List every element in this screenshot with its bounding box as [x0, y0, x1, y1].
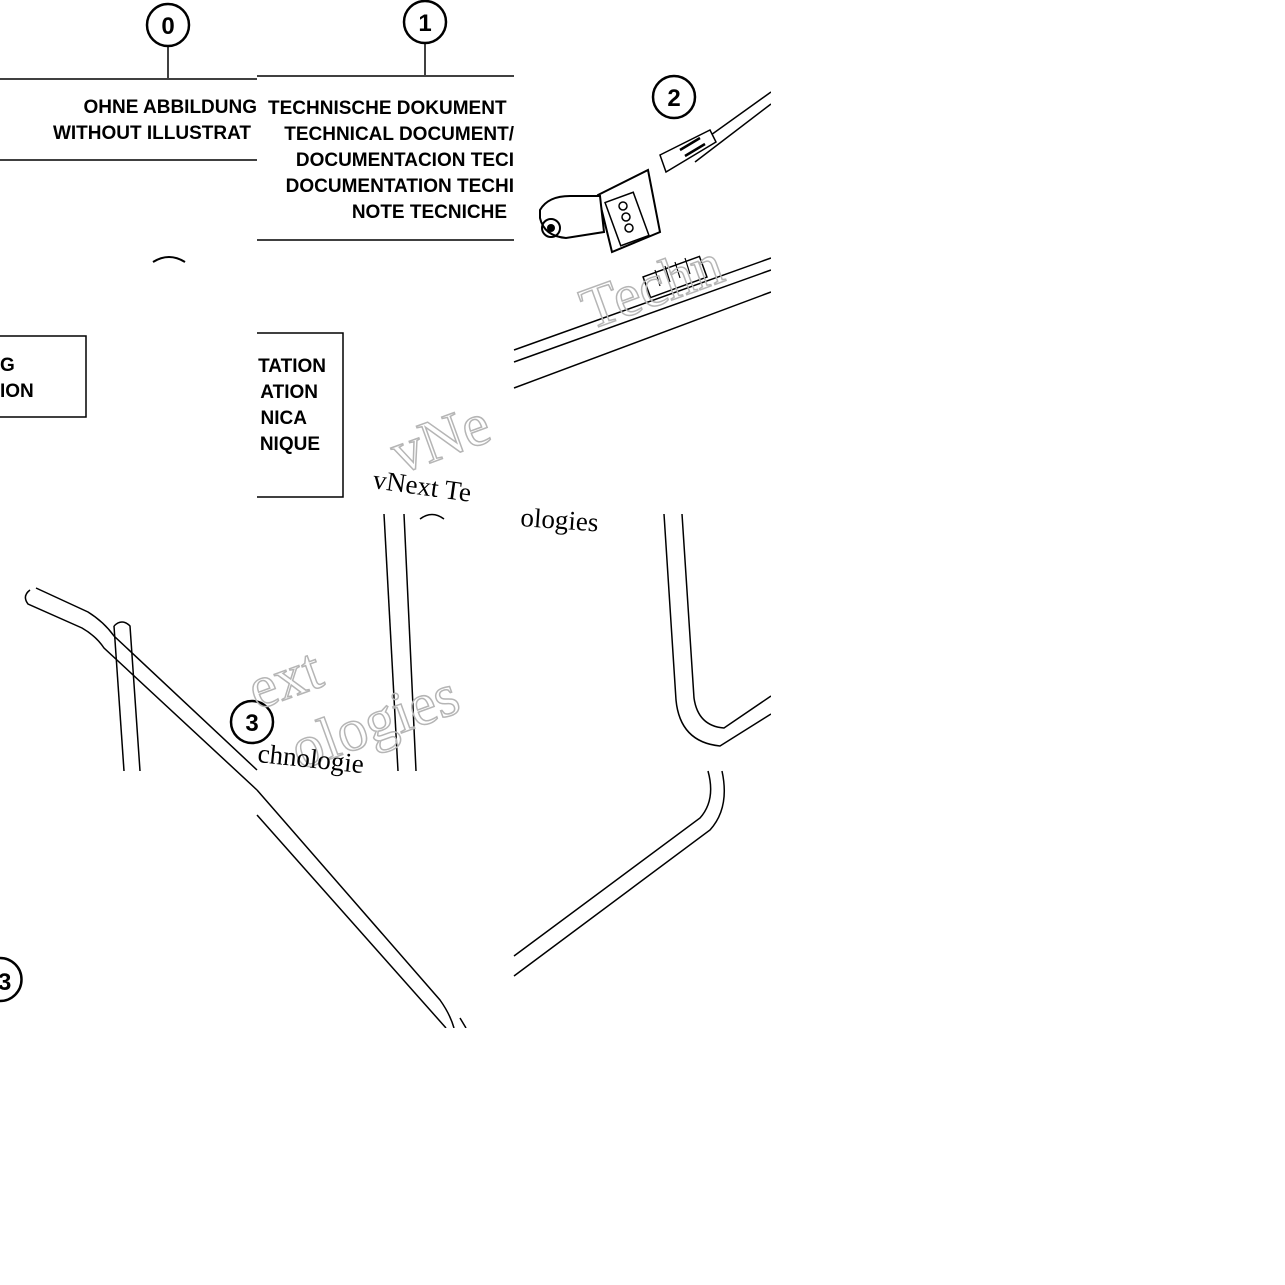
tile-bottom-left: 3	[0, 956, 23, 1003]
label-fragment-ion: ION	[0, 381, 34, 402]
tile-top-left: 0 OHNE ABBILDUNG WITHOUT ILLUSTRAT	[0, 2, 257, 263]
vertical-tube-right	[113, 621, 141, 772]
label-fragment-nique: NIQUE	[260, 434, 320, 455]
callout-3: 3	[245, 710, 258, 737]
doc-box-fragment	[257, 332, 344, 498]
diagonal-tube-outer	[256, 789, 455, 1029]
label-fragment-tation: TATION	[258, 356, 326, 377]
callout-1: 1	[418, 10, 431, 37]
handlebar-switch	[539, 128, 717, 254]
cable-line-bottom-a	[513, 257, 772, 351]
callout-3-fragment: 3	[0, 969, 11, 996]
watermark-text-b: vNe	[382, 390, 499, 486]
callout-circle-3-fragment	[0, 956, 23, 1003]
label-box-fragment	[0, 335, 87, 418]
label-technical-documentation-it: NOTE TECNICHE	[352, 202, 507, 223]
label-technical-documentation-en: TECHNICAL DOCUMENT/	[284, 124, 514, 145]
cable-line-bottom-b	[513, 269, 772, 363]
callout-circle-2[interactable]	[651, 74, 697, 120]
tile-center: TATION ATION NICA NIQUE	[257, 332, 344, 498]
tile-lower-left: 3	[24, 587, 275, 791]
lower-frame-tube-inner	[513, 770, 712, 957]
frame-bend-outer	[663, 513, 772, 747]
label-technical-documentation-es: DOCUMENTACION TECI	[296, 150, 514, 171]
label-without-illustration-en: WITHOUT ILLUSTRAT	[53, 123, 251, 144]
watermark-text-c: Techn	[572, 230, 732, 342]
tile-lower-center	[383, 513, 445, 772]
vertical-tube-left	[113, 625, 125, 772]
tile-top-middle: 1 TECHNISCHE DOKUMENT TECHNICAL DOCUMENT…	[257, 0, 515, 241]
tile-top-right: 2	[513, 74, 772, 389]
tile-bottom-right	[513, 770, 725, 977]
tube-outline-outer	[24, 589, 258, 791]
callout-circle-0[interactable]	[145, 2, 191, 48]
frame-bend-inner	[681, 513, 772, 729]
cable-connector	[642, 255, 708, 299]
callout-circle-1[interactable]	[402, 0, 448, 45]
lower-frame-tube-outer	[513, 770, 725, 977]
label-technical-documentation-fr: DOCUMENTATION TECHI	[286, 176, 514, 197]
tube-outline-inner	[35, 587, 258, 771]
callout-circle-3[interactable]	[229, 699, 275, 745]
tile-bottom-center	[256, 789, 467, 1029]
callout-2: 2	[667, 85, 680, 112]
label-without-illustration-de: OHNE ABBILDUNG	[84, 97, 257, 118]
tile-middle-left: G ION	[0, 335, 87, 418]
diagonal-tube-inner	[256, 814, 447, 1029]
cable-line-bottom-c	[513, 291, 772, 389]
cable-line-lower	[694, 103, 772, 163]
diagonal-tube-end	[459, 1017, 467, 1029]
callout-0: 0	[161, 13, 174, 40]
frame-tube-left-inner	[403, 513, 417, 772]
callout-circle-fragment	[152, 256, 186, 263]
tile-lower-right	[663, 513, 772, 747]
label-fragment-nica: NICA	[261, 408, 308, 429]
frame-tube-left-outer	[383, 513, 399, 772]
label-technical-documentation-de: TECHNISCHE DOKUMENT	[268, 98, 507, 119]
watermark-layer: vNext Te vNe Techn ologies ext ologies c…	[238, 230, 732, 783]
watermark-text-d: ologies	[520, 502, 600, 537]
label-fragment-ation: ATION	[260, 382, 318, 403]
tube-end-fragment	[419, 513, 445, 520]
label-fragment-g: G	[0, 355, 15, 376]
